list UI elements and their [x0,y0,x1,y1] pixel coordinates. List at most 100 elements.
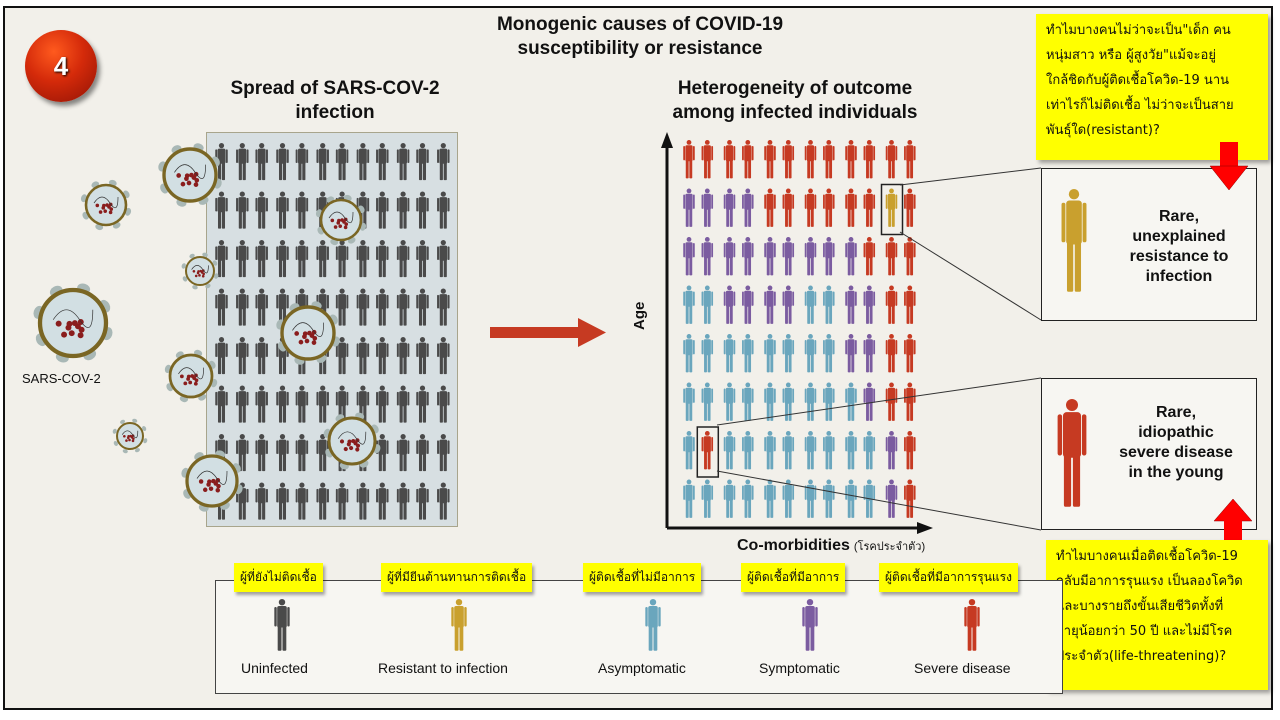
outcome-person-icon [845,431,857,470]
outcome-person-icon [742,334,754,373]
uninfected-person-icon [437,337,450,375]
uninfected-person-icon [437,482,450,520]
outcome-person-icon [683,431,695,470]
uninfected-person-icon [416,143,429,181]
outcome-person-icon [904,382,916,421]
outcome-person-icon [863,382,876,421]
outcome-person-icon [782,188,795,227]
uninfected-person-icon [236,288,249,326]
uninfected-person-icon [437,434,450,472]
outcome-person-icon [742,188,754,227]
outcome-person-icon [764,334,776,373]
legend-label-symptomatic: Symptomatic [759,660,840,676]
outcome-person-icon [683,479,695,518]
uninfected-person-icon [335,143,349,181]
legend-box [215,580,1063,694]
uninfected-person-icon [376,288,389,326]
progression-arrow-icon [490,318,606,347]
uninfected-person-icon [295,482,309,520]
uninfected-person-icon [316,434,329,472]
legend-label-asymptomatic: Asymptomatic [598,660,686,676]
outcome-person-icon [764,431,776,470]
legend-resistant-person-icon [451,599,467,651]
outcome-person-icon [683,237,695,276]
up-arrow-icon [1213,498,1253,545]
uninfected-person-icon [356,240,370,278]
outcome-person-icon [723,140,736,179]
uninfected-person-icon [396,482,410,520]
uninfected-person-icon [295,143,309,181]
uninfected-person-icon [416,191,429,229]
uninfected-person-icon [255,288,268,326]
outcome-person-icon [782,479,795,518]
outcome-person-icon [904,431,916,470]
outcome-person-icon [845,382,857,421]
outcome-person-icon [823,479,835,518]
legend-person-icon [964,599,980,651]
legend-label-resistant: Resistant to infection [378,660,508,676]
outcome-person-icon [782,431,795,470]
uninfected-person-icon [396,288,410,326]
legend-tag-severe: ผู้ติดเชื้อที่มีอาการรุนแรง [879,563,1018,592]
virus-icon [164,349,218,403]
uninfected-person-icon [236,143,249,181]
highlight-box [880,183,904,236]
spread-panel-title: Spread of SARS-COV-2 infection [190,77,480,125]
uninfected-person-icon [335,337,349,375]
severe-callout-text: Rare, idiopathic severe disease in the y… [1098,403,1254,483]
legend-uninfected-person-icon [274,599,290,651]
x-axis-label: Co-morbidities(โรคประจำตัว) [737,537,925,555]
spread-title-line2: infection [295,102,375,123]
severe-person-icon [1057,399,1087,507]
uninfected-person-icon [215,240,228,278]
note-line: ทำไมบางคนเมื่อติดเชื้อโควิด-19 [1056,549,1238,564]
virus-icon [158,143,222,207]
outcome-person-icon [764,382,776,421]
outcome-person-icon [845,285,857,324]
legend-severe-person-icon [964,599,980,651]
legend-tag-uninfected: ผู้ที่ยังไม่ติดเชื้อ [234,563,323,592]
virus-icon [181,450,243,512]
callout-line: unexplained [1132,228,1226,245]
uninfected-person-icon [236,337,249,375]
outcome-person-icon [823,285,835,324]
outcome-person-icon [885,285,898,324]
outcome-person-icon [823,431,835,470]
legend-label-severe: Severe disease [914,660,1011,676]
outcome-person-icon [804,431,817,470]
outcome-person-icon [885,237,898,276]
uninfected-person-icon [376,337,389,375]
heterogeneity-title-line1: Heterogeneity of outcome [677,78,913,99]
uninfected-person-icon [295,385,309,423]
outcome-person-icon [723,237,736,276]
outcome-person-icon [804,188,817,227]
uninfected-person-icon [215,191,228,229]
outcome-person-icon [742,431,754,470]
uninfected-person-icon [255,482,268,520]
outcome-person-icon [804,140,817,179]
outcome-person-icon [885,188,898,227]
outcome-person-icon [701,188,714,227]
uninfected-person-icon [396,434,410,472]
spread-title-line1: Spread of SARS-COV-2 [230,78,440,99]
step-number: 4 [53,50,69,81]
virus-icon [323,412,381,470]
uninfected-person-icon [396,337,410,375]
y-axis-arrowhead [661,132,673,148]
outcome-person-icon [904,285,916,324]
uninfected-person-icon [215,385,228,423]
note-line: เท่าไรก็ไม่ติดเชื้อ ไม่ว่าจะเป็นสาย [1046,98,1234,113]
outcome-person-icon [804,237,817,276]
severe-question-note: ทำไมบางคนเมื่อติดเชื้อโควิด-19 กลับมีอาก… [1046,540,1268,690]
connector-line [899,231,1042,321]
outcome-person-icon [863,140,876,179]
uninfected-person-icon [276,191,289,229]
legend-asymptomatic-person-icon [645,599,661,651]
uninfected-person-icon [396,191,410,229]
outcome-person-icon [904,479,916,518]
note-line: ประจำตัว(life-threatening)? [1056,649,1227,664]
note-line: และบางรายถึงขั้นเสียชีวิตทั้งที่ [1056,599,1224,614]
outcome-person-icon [782,140,795,179]
uninfected-person-icon [295,240,309,278]
